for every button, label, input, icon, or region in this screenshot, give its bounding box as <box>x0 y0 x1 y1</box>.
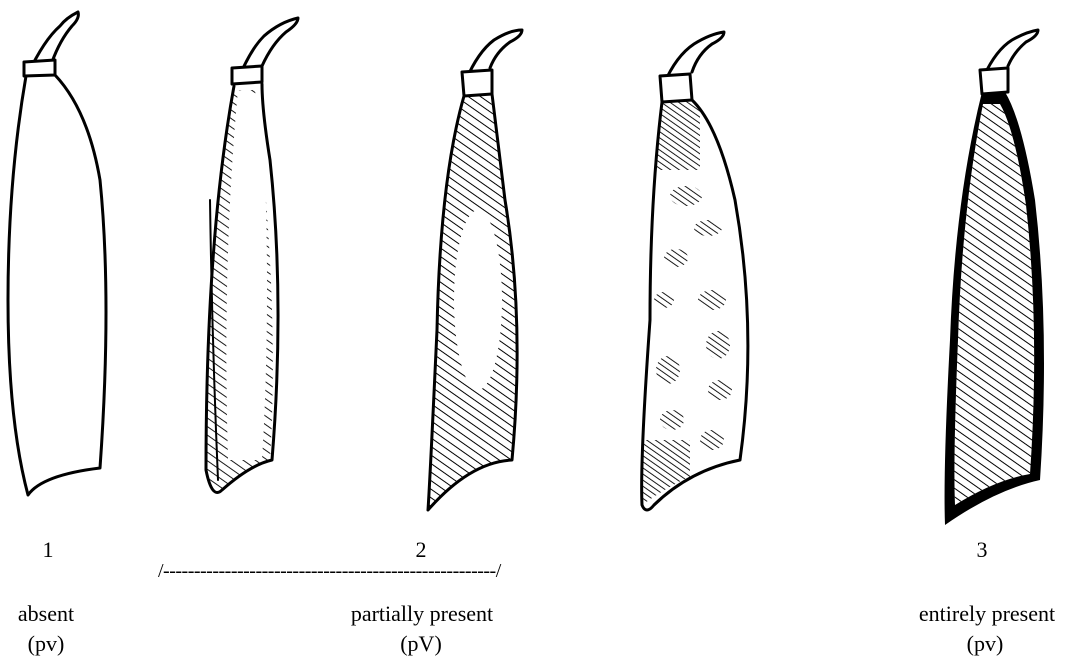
label-absent: absent <box>18 601 74 627</box>
class-number-1: 1 <box>43 537 54 563</box>
pod-2c-illustration <box>640 32 748 520</box>
genotype-entirely-present: (pv) <box>967 631 1004 657</box>
pod-2b-calyx <box>462 70 492 96</box>
pod-2a-calyx <box>232 66 262 84</box>
label-entirely-present: entirely present <box>919 601 1055 627</box>
pod-1-outline <box>8 75 106 495</box>
pod-2a-illustration <box>200 18 298 505</box>
genotype-partially-present: (pV) <box>400 631 442 657</box>
class-number-3: 3 <box>977 537 988 563</box>
genotype-absent: (pv) <box>28 631 65 657</box>
pod-1-calyx <box>24 60 55 76</box>
label-partially-present: partially present <box>351 601 493 627</box>
pod-2c-calyx <box>660 74 692 102</box>
pod-3-calyx <box>980 68 1008 94</box>
pod-3-illustration <box>945 30 1044 525</box>
pod-1-illustration <box>8 12 106 495</box>
partial-range-bracket: /---------------------------------------… <box>158 559 718 583</box>
pod-2b-illustration <box>425 30 522 520</box>
